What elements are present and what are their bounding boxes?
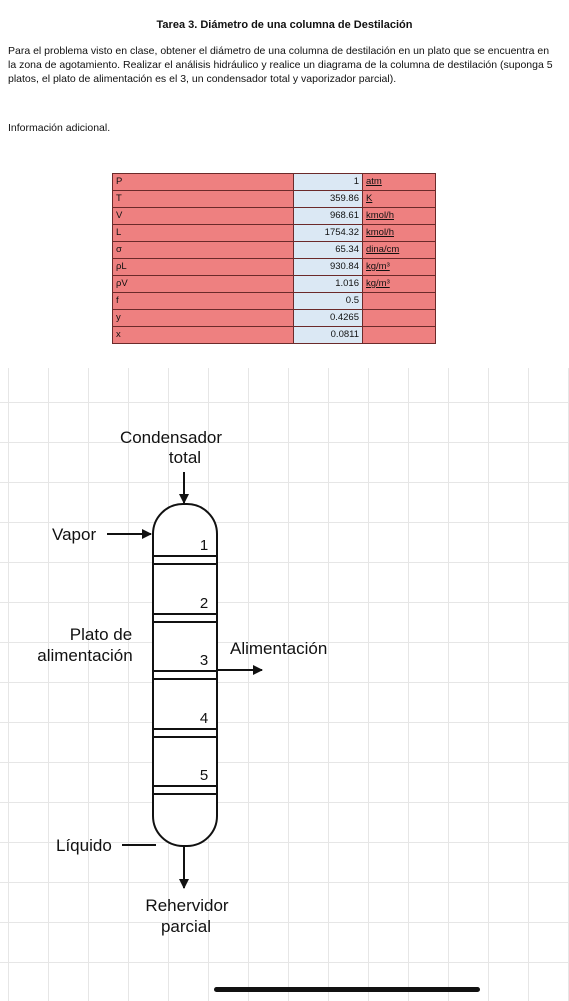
reboiler-label-line2: parcial <box>161 917 211 936</box>
plate-number-4: 4 <box>200 710 208 727</box>
plate-number-3: 3 <box>200 652 208 669</box>
param-unit-cell <box>362 292 436 310</box>
distillation-column-diagram: Condensador total 1 2 3 4 5 Vapor Plato … <box>37 428 327 936</box>
column-shell <box>152 503 218 847</box>
condenser-label-line2: total <box>169 448 201 467</box>
param-name-cell: T <box>112 190 294 208</box>
liquid-label: Líquido <box>56 836 112 855</box>
plate-number-2: 2 <box>200 595 208 612</box>
param-name-cell: f <box>112 292 294 310</box>
plate-number-1: 1 <box>200 537 208 554</box>
param-value-cell: 359.86 <box>293 190 363 208</box>
param-name-cell: P <box>112 173 294 191</box>
param-unit-cell: kg/m³ <box>362 258 436 276</box>
reboiler-label-line1: Rehervidor <box>145 896 228 915</box>
additional-info-label: Información adicional. <box>8 122 111 134</box>
param-name-cell: ρL <box>112 258 294 276</box>
param-unit-cell: kmol/h <box>362 207 436 225</box>
condenser-label-line1: Condensador <box>120 428 222 447</box>
param-value-cell: 1754.32 <box>293 224 363 242</box>
param-name-cell: y <box>112 309 294 327</box>
param-unit-cell <box>362 326 436 344</box>
param-unit-cell: K <box>362 190 436 208</box>
param-unit-cell: atm <box>362 173 436 191</box>
param-name-cell: L <box>112 224 294 242</box>
param-value-cell: 0.5 <box>293 292 363 310</box>
param-value-cell: 1 <box>293 173 363 191</box>
vapor-label: Vapor <box>52 525 96 544</box>
param-name-cell: V <box>112 207 294 225</box>
param-unit-cell: kmol/h <box>362 224 436 242</box>
problem-statement: Para el problema visto en clase, obtener… <box>8 45 553 85</box>
param-name-cell: σ <box>112 241 294 259</box>
param-value-cell: 0.0811 <box>293 326 363 344</box>
param-unit-cell: kg/m³ <box>362 275 436 293</box>
param-value-cell: 65.34 <box>293 241 363 259</box>
param-value-cell: 1.016 <box>293 275 363 293</box>
param-name-cell: ρV <box>112 275 294 293</box>
param-value-cell: 930.84 <box>293 258 363 276</box>
plate-number-5: 5 <box>200 767 208 784</box>
feed-plate-label-line1: Plato de <box>70 625 132 644</box>
home-indicator[interactable] <box>214 987 480 992</box>
param-unit-cell <box>362 309 436 327</box>
column-plates <box>153 555 217 795</box>
page-title: Tarea 3. Diámetro de una columna de Dest… <box>156 19 413 31</box>
feed-arrow-label: Alimentación <box>230 639 327 658</box>
feed-plate-label-line2: alimentación <box>37 646 132 665</box>
param-value-cell: 0.4265 <box>293 309 363 327</box>
param-unit-cell: dina/cm <box>362 241 436 259</box>
param-name-cell: x <box>112 326 294 344</box>
param-value-cell: 968.61 <box>293 207 363 225</box>
